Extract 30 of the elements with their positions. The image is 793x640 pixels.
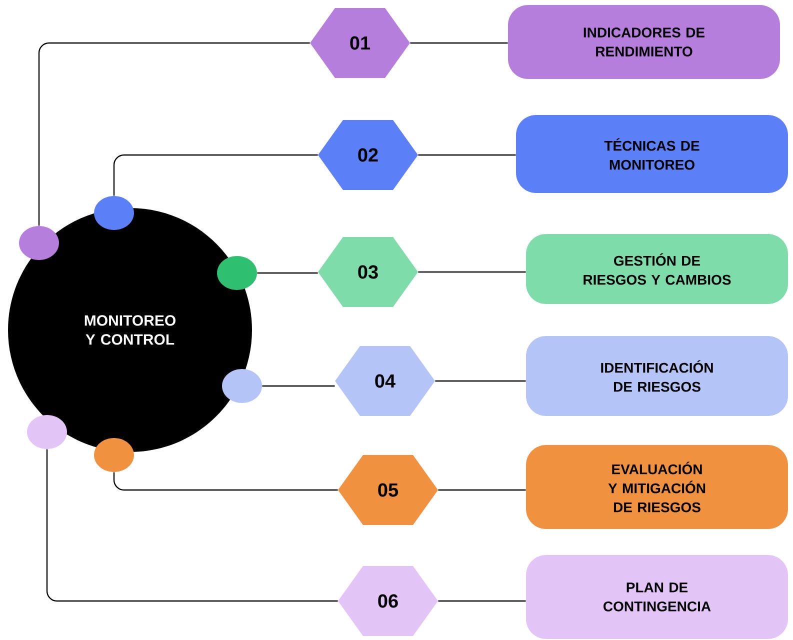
connector-line (410, 42, 508, 44)
connector-line (38, 42, 310, 226)
connector-line (262, 385, 335, 387)
connector-line (435, 380, 526, 382)
topic-box: PLAN DE CONTINGENCIA (526, 555, 788, 639)
connector-line (438, 489, 526, 491)
number-hexagon: 02 (318, 120, 418, 190)
topic-box: EVALUACIÓN Y MITIGACIÓN DE RIESGOS (526, 445, 788, 529)
dot (19, 226, 59, 260)
dot (27, 415, 67, 449)
number-hexagon: 01 (310, 8, 410, 78)
topic-box: GESTIÓN DE RIESGOS Y CAMBIOS (526, 234, 788, 304)
topic-box: TÉCNICAS DE MONITOREO (516, 115, 788, 193)
dot (94, 438, 134, 472)
topic-box: IDENTIFICACIÓN DE RIESGOS (526, 336, 788, 416)
dot (217, 256, 257, 290)
number-hexagon: 03 (318, 237, 418, 307)
connector-line (113, 472, 338, 491)
number-hexagon: 05 (338, 455, 438, 525)
dot (222, 369, 262, 403)
connector-line (257, 272, 318, 274)
connector-line (438, 600, 526, 602)
connector-line (418, 271, 526, 273)
connector-line (113, 154, 318, 196)
number-hexagon: 06 (338, 566, 438, 636)
connector-line (46, 449, 338, 602)
dot (94, 196, 134, 230)
connector-line (418, 154, 516, 156)
topic-box: INDICADORES DE RENDIMIENTO (508, 5, 780, 79)
number-hexagon: 04 (335, 346, 435, 416)
